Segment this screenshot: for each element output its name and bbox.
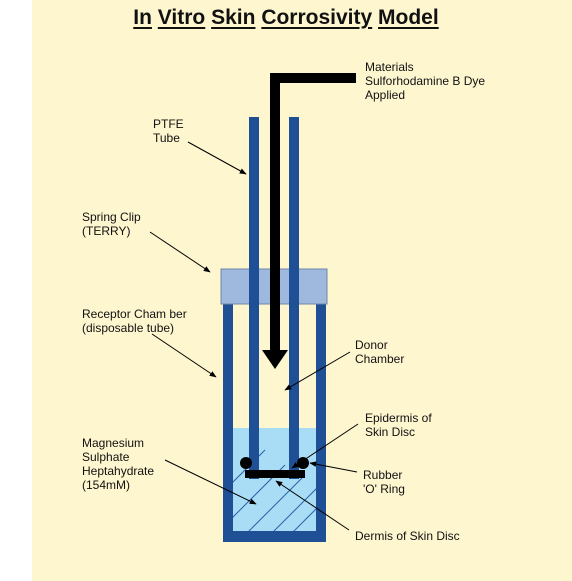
- title-word-2: Vitro: [157, 6, 206, 29]
- label-dermis: Dermis of Skin Disc: [355, 529, 460, 543]
- title-word-5: Model: [378, 6, 439, 29]
- label-epidermis: Epidermis of Skin Disc: [365, 411, 432, 439]
- ptfe-tube-left-wall: [249, 117, 259, 479]
- arrow-receptor: [151, 333, 217, 378]
- label-receptor-chamber: Receptor Cham ber (disposable tube): [82, 307, 187, 335]
- label-donor-chamber: Donor Chamber: [355, 338, 405, 366]
- arrow-ptfe: [187, 141, 247, 175]
- label-ptfe-tube: PTFE Tube: [153, 117, 184, 145]
- o-ring-right: [297, 457, 309, 469]
- skin-disc: [245, 470, 305, 478]
- label-magnesium-sulphate: Magnesium Sulphate Heptahydrate (154mM): [82, 436, 155, 492]
- applicator-line: [270, 73, 356, 352]
- ptfe-tube-right-wall: [289, 117, 299, 479]
- magnesium-sulphate-liquid: [233, 428, 316, 531]
- page-title: In Vitro Skin Corrosivity Model: [0, 6, 572, 30]
- arrow-magnesium: [164, 459, 257, 505]
- arrow-rubber: [309, 461, 358, 473]
- o-ring-left: [240, 457, 252, 469]
- label-rubber-o-ring: Rubber 'O' Ring: [363, 468, 405, 496]
- title-word-4: Corrosivity: [261, 6, 373, 29]
- arrow-dermis: [275, 480, 350, 531]
- title-word-1: In: [133, 6, 152, 29]
- label-materials: Materials Sulforhodamine B Dye Applied: [365, 60, 486, 102]
- applicator-arrowhead: [262, 350, 288, 369]
- title-word-3: Skin: [211, 6, 256, 29]
- arrow-donor: [284, 351, 351, 391]
- arrow-spring-clip: [149, 231, 211, 273]
- label-spring-clip: Spring Clip (TERRY): [82, 210, 141, 238]
- arrow-epidermis: [291, 423, 359, 469]
